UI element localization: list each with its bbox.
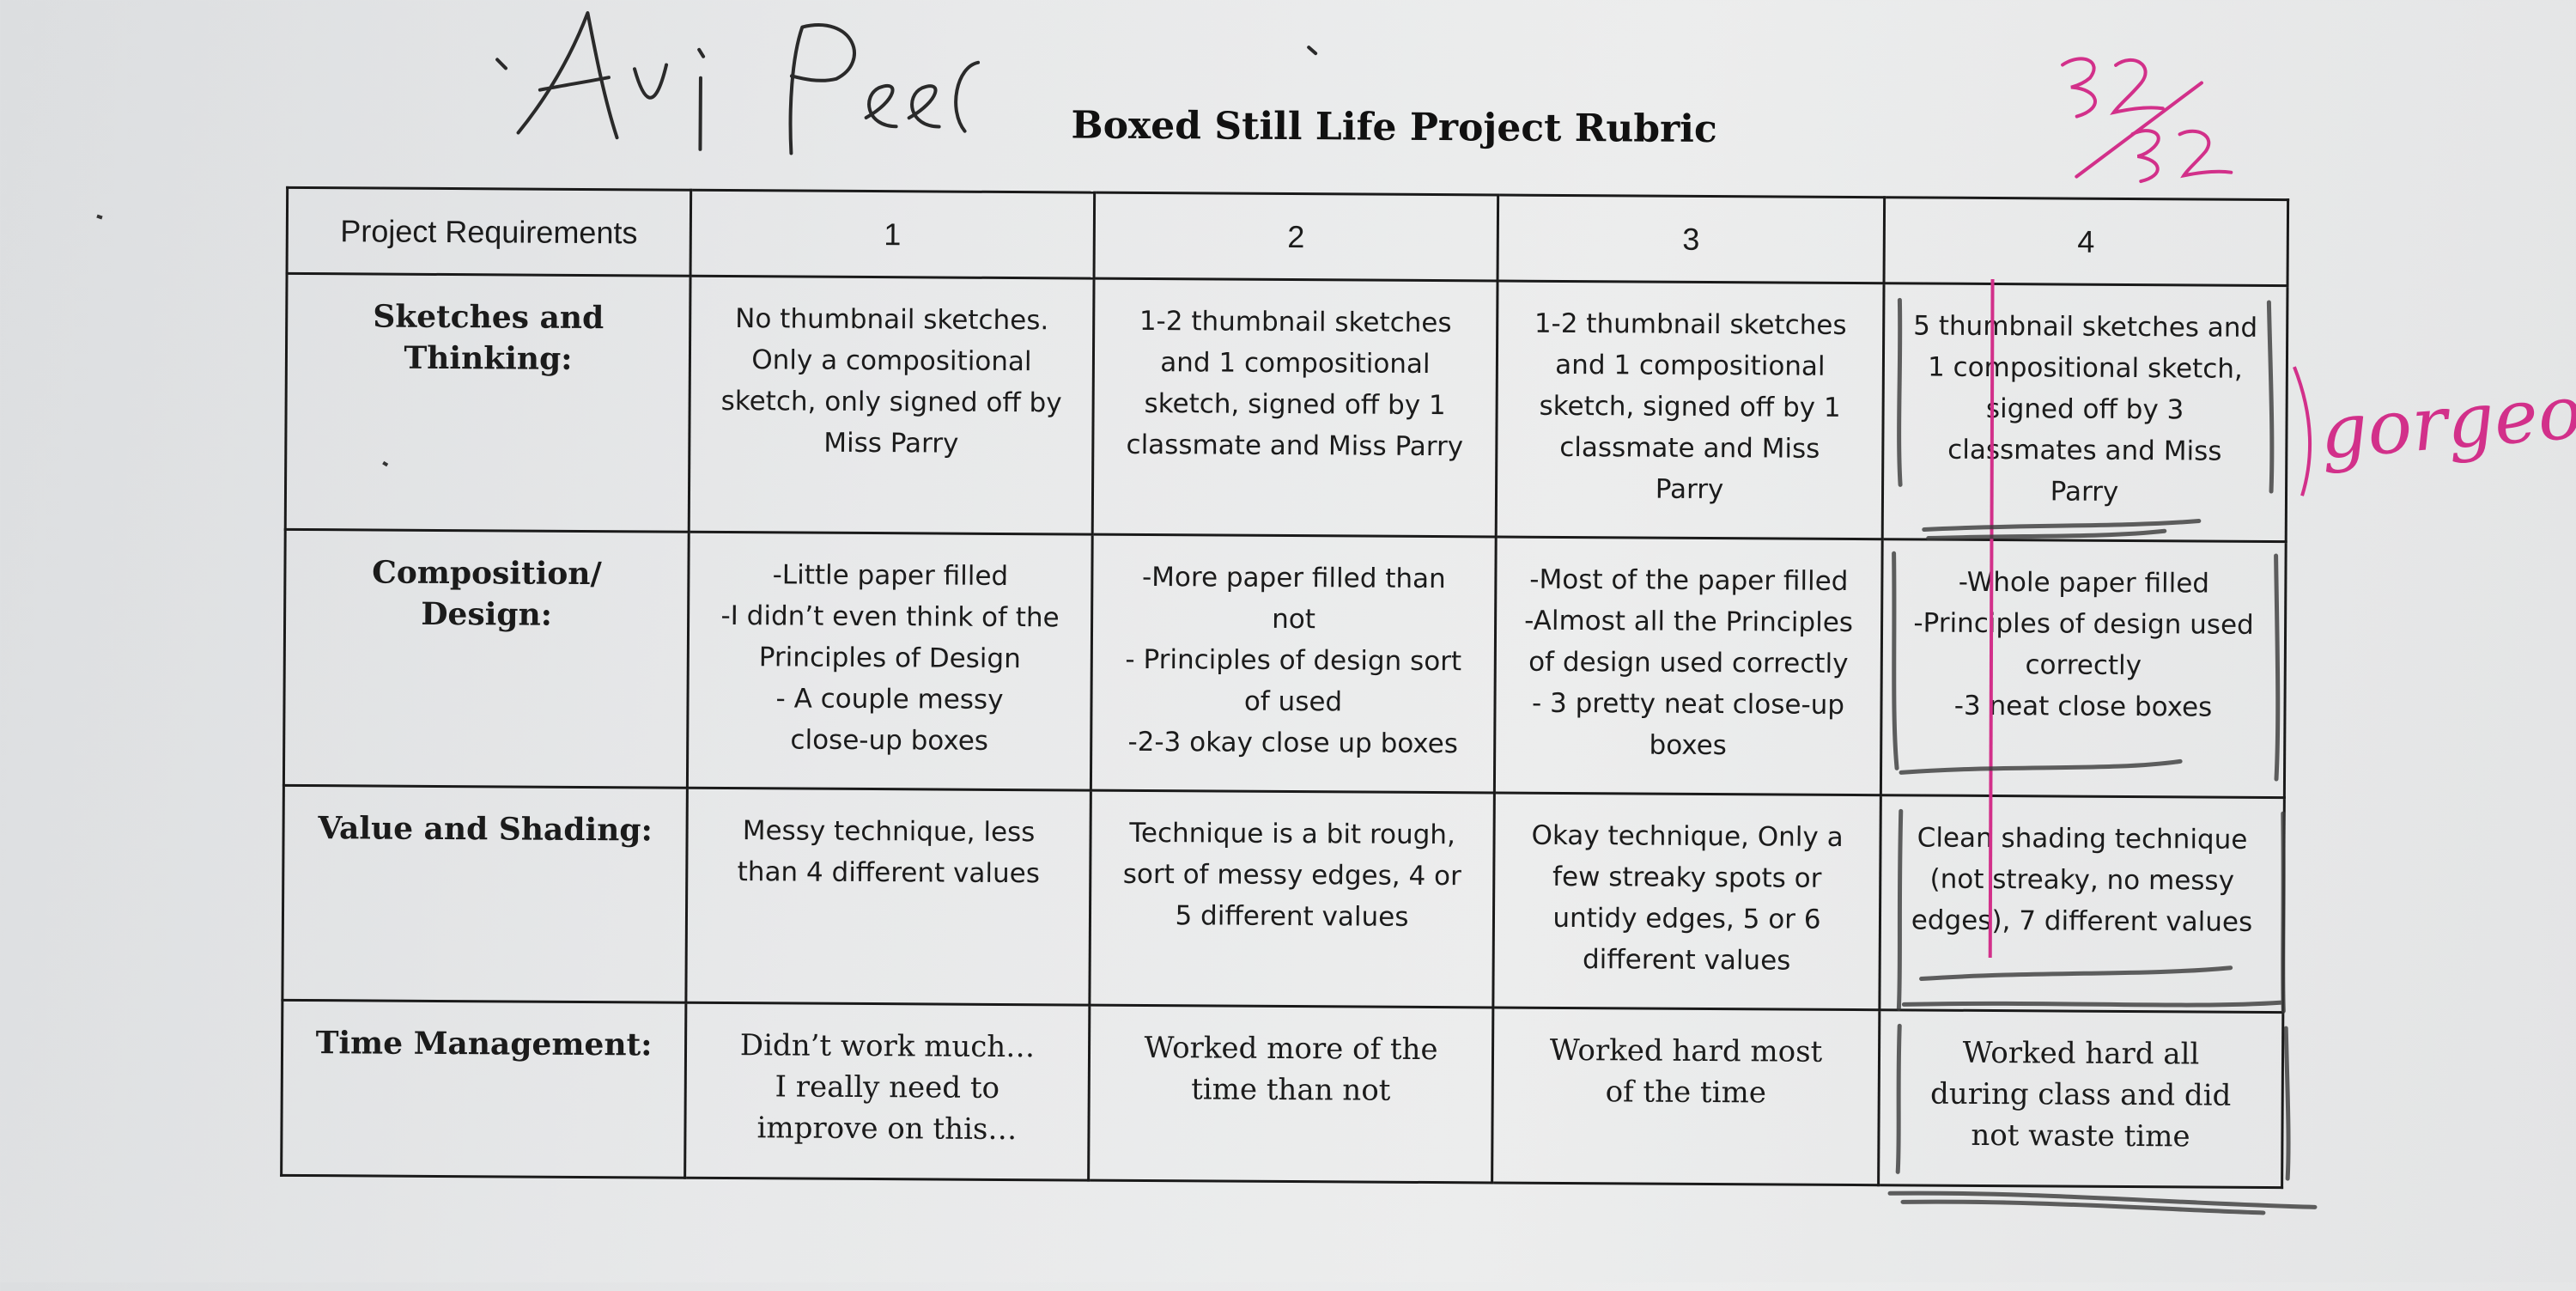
cell-shading-score-4: Clean shading technique(not streaky, no … [1879,795,2285,1013]
teacher-comment: gorgeous! [2317,360,2576,477]
header-project-requirements: Project Requirements [287,187,691,277]
rubric-table: Project Requirements 1 2 3 4 Sketches an… [280,186,2289,1189]
requirement-value-shading: Value and Shading: [282,785,688,1003]
rubric-title: Boxed Still Life Project Rubric [1071,103,1717,152]
requirement-time-management: Time Management: [281,1000,686,1178]
header-score-3: 3 [1498,194,1885,283]
header-score-4: 4 [1884,197,2288,286]
ink-brace [2293,366,2312,496]
row-composition-design: Composition/Design: -Little paper filled… [283,529,2287,798]
header-score-1: 1 [690,190,1095,279]
cell-shading-score-2: Technique is a bit rough,sort of messy e… [1089,790,1495,1008]
cell-composition-score-4: -Whole paper filled-Principles of design… [1880,539,2287,798]
requirement-composition-design: Composition/Design: [283,529,690,789]
cell-sketches-score-1: No thumbnail sketches.Only a composition… [689,276,1095,535]
header-score-2: 2 [1094,192,1498,281]
row-time-management: Time Management: Didn’t work much…I real… [281,1000,2283,1188]
cell-composition-score-3: -Most of the paper filled-Almost all the… [1494,536,1883,795]
cell-composition-score-1: -Little paper filled-I didn’t even think… [687,532,1093,791]
rubric-header-row: Project Requirements 1 2 3 4 [287,187,2288,286]
row-value-shading: Value and Shading: Messy technique, less… [282,785,2285,1013]
